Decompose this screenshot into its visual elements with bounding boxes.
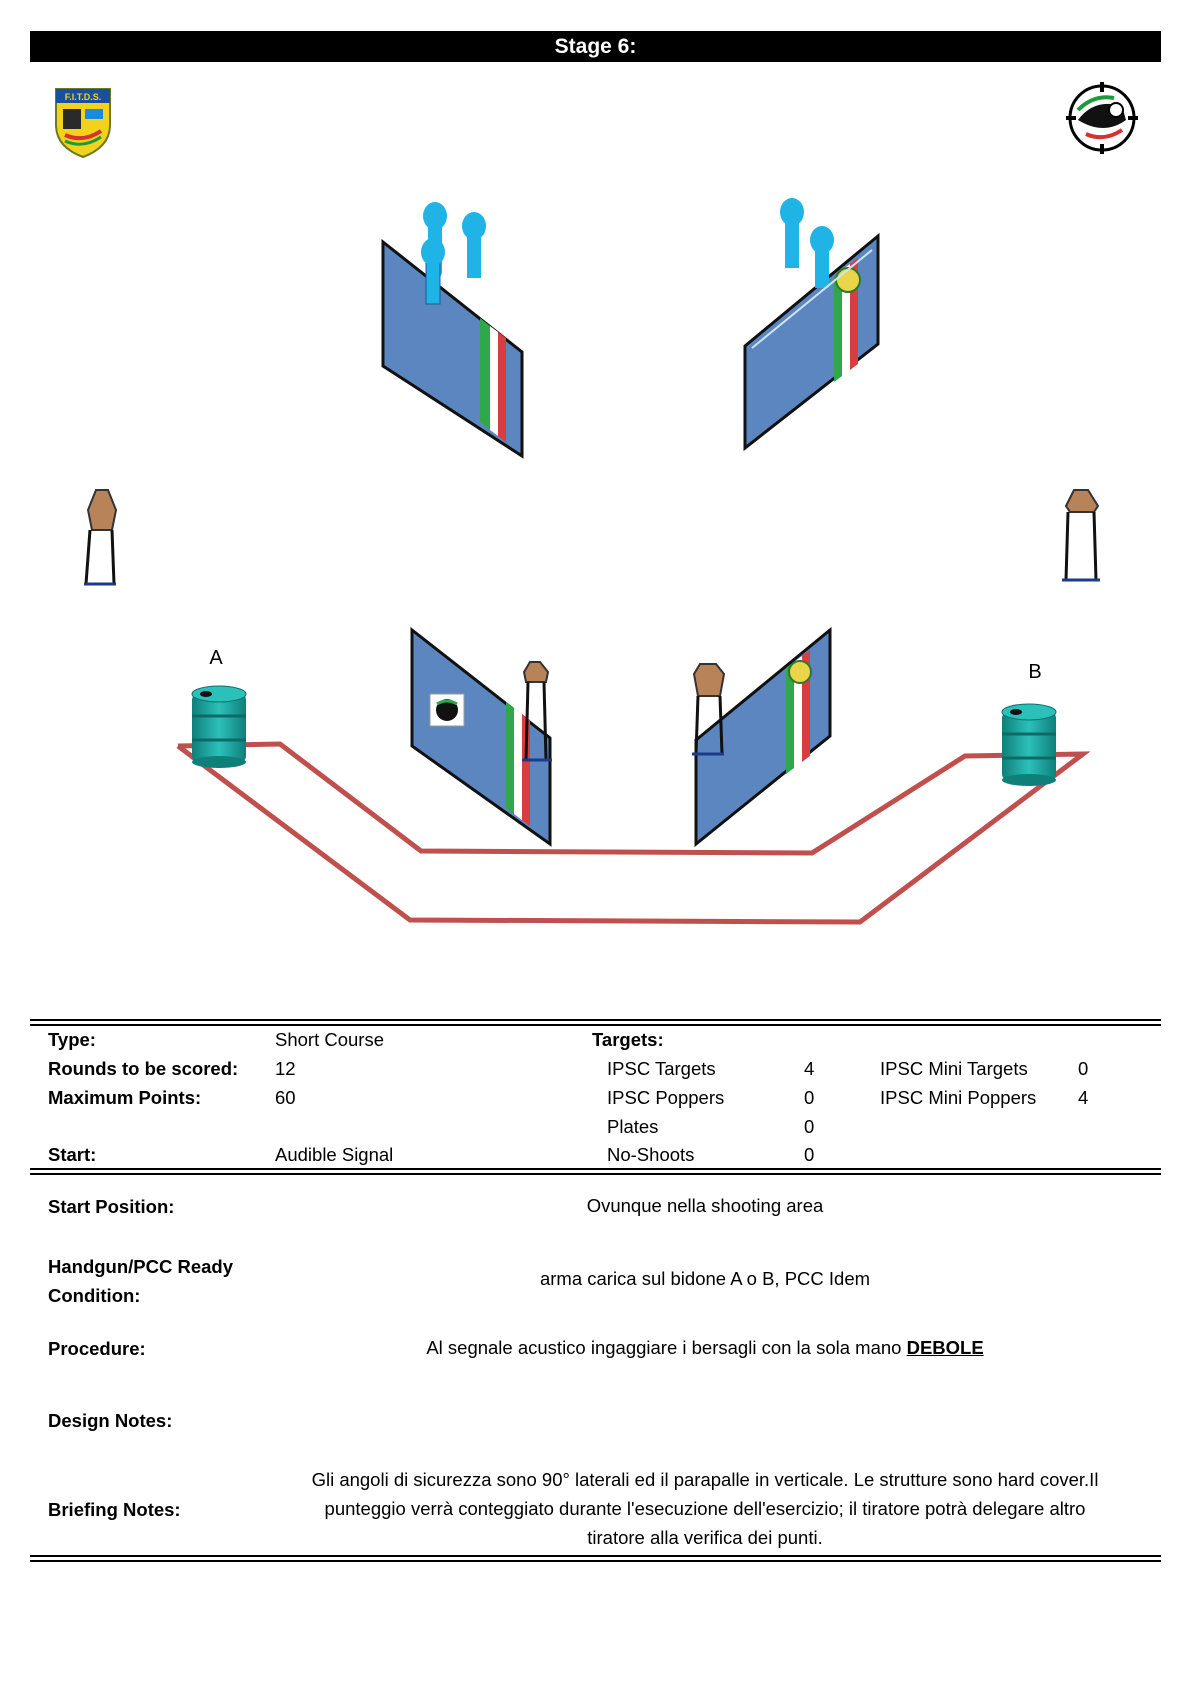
targets-label: Targets: — [592, 1029, 664, 1050]
mini-target-type: IPSC Mini Targets — [880, 1058, 1028, 1079]
mini-target-count: 4 — [1078, 1087, 1089, 1108]
mini-target-count: 0 — [1078, 1058, 1089, 1079]
procedure-label: Procedure: — [48, 1338, 146, 1359]
position-b-label: B — [1028, 661, 1041, 683]
wall-bottom-right — [692, 626, 832, 848]
max-points-value: 60 — [275, 1087, 296, 1108]
briefing-notes-label: Briefing Notes: — [48, 1499, 181, 1520]
rounds-value: 12 — [275, 1058, 296, 1079]
design-notes-label: Design Notes: — [48, 1410, 173, 1431]
type-label: Type: — [48, 1029, 96, 1050]
start-position-value: Ovunque nella shooting area — [586, 1195, 824, 1216]
mini-popper — [462, 212, 486, 240]
ready-condition-value: arma carica sul bidone A o B, PCC Idem — [539, 1268, 871, 1289]
divider-top — [30, 1019, 1161, 1026]
ipsc-target-left — [84, 489, 118, 586]
mini-popper — [780, 198, 804, 226]
wall-bottom-left — [410, 626, 552, 847]
position-a-label: A — [209, 647, 223, 669]
divider-middle — [30, 1168, 1161, 1175]
target-count: 4 — [804, 1058, 815, 1079]
fault-line — [176, 741, 1091, 925]
mini-popper — [421, 238, 445, 266]
divider-bottom — [30, 1555, 1161, 1562]
mini-popper — [810, 226, 834, 254]
target-count: 0 — [804, 1116, 815, 1137]
mini-target-type: IPSC Mini Poppers — [880, 1087, 1037, 1108]
fitds-logo-text: F.I.T.D.S. — [65, 92, 102, 102]
start-value: Audible Signal — [275, 1144, 394, 1165]
procedure-text: Al segnale acustico ingaggiare i bersagl… — [426, 1337, 902, 1358]
club-logo — [1064, 80, 1140, 161]
barrel-b — [1001, 703, 1057, 786]
ready-condition-label: Handgun/PCC Ready Condition: — [48, 1256, 234, 1306]
max-points-label: Maximum Points: — [48, 1087, 202, 1108]
ipsc-target-right — [1062, 489, 1100, 582]
stage-diagram: A B — [84, 198, 1100, 925]
stage-title: Stage 6: — [30, 31, 1161, 62]
rounds-label: Rounds to be scored: — [48, 1058, 239, 1079]
target-type: No-Shoots — [607, 1144, 695, 1165]
target-count: 0 — [804, 1087, 815, 1108]
wall-top-left — [381, 202, 524, 459]
wall-top-right — [743, 198, 880, 452]
start-label: Start: — [48, 1144, 97, 1165]
fitds-logo: F.I.T.D.S. — [53, 87, 113, 164]
target-type: IPSC Targets — [607, 1058, 716, 1079]
procedure-emphasis: DEBOLE — [906, 1337, 984, 1358]
target-type: IPSC Poppers — [607, 1087, 725, 1108]
type-value: Short Course — [275, 1029, 384, 1050]
barrel-a — [191, 685, 247, 768]
briefing-notes-value: Gli angoli di sicurezza sono 90° lateral… — [311, 1469, 1099, 1548]
start-position-label: Start Position: — [48, 1196, 175, 1217]
target-count: 0 — [804, 1144, 815, 1165]
target-type: Plates — [607, 1116, 659, 1137]
procedure-value: Al segnale acustico ingaggiare i bersagl… — [305, 1333, 1105, 1362]
